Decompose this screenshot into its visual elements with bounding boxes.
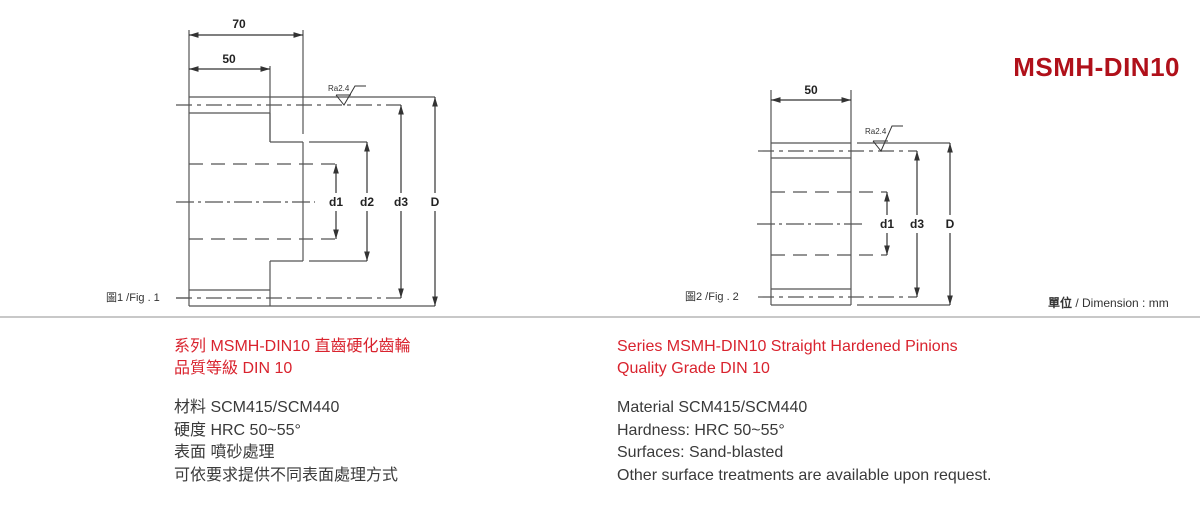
spec-zh-surface: 表面 噴砂處理 [174, 444, 275, 461]
fig1-label-d3: d3 [394, 195, 408, 209]
fig2-dim-50: 50 [804, 83, 818, 97]
spec-en-note: Other surface treatments are available u… [617, 466, 992, 484]
fig1-dim-70: 70 [232, 17, 246, 31]
fig1-label-D: D [431, 195, 440, 209]
spec-en-surface: Surfaces: Sand-blasted [617, 444, 784, 461]
fig2-label-d3: d3 [910, 217, 924, 231]
figure-2 [757, 90, 953, 306]
fig2-label-D: D [946, 217, 955, 231]
spec-zh-title-2: 品質等級 DIN 10 [174, 360, 293, 377]
fig2-label-d1: d1 [880, 217, 894, 231]
unit-label: 單位 / Dimension : mm [1048, 294, 1169, 311]
fig1-label-d1: d1 [329, 195, 343, 209]
unit-label-en: / Dimension : mm [1072, 296, 1169, 310]
section-divider [0, 316, 1200, 318]
unit-label-zh: 單位 [1048, 296, 1073, 310]
fig1-caption: 圖1 /Fig . 1 [106, 291, 160, 304]
spec-zh-hardness: 硬度 HRC 50~55° [174, 421, 301, 439]
model-title: MSMH-DIN10 [1013, 52, 1180, 82]
spec-english: Series MSMH-DIN10 Straight Hardened Pini… [617, 336, 991, 487]
spec-chinese: 系列 MSMH-DIN10 直齒硬化齒輪 品質等級 DIN 10 材料 SCM4… [174, 336, 410, 487]
spec-zh-material: 材料 SCM415/SCM440 [174, 399, 340, 416]
fig1-roughness: Ra2.4 [328, 84, 350, 93]
spec-zh-title-1: 系列 MSMH-DIN10 直齒硬化齒輪 [174, 338, 411, 355]
spec-en-title-2: Quality Grade DIN 10 [617, 360, 770, 377]
spec-en-title-1: Series MSMH-DIN10 Straight Hardened Pini… [617, 338, 958, 355]
spec-en-hardness: Hardness: HRC 50~55° [617, 421, 785, 439]
technical-drawing: 70 50 d1 d2 d3 D Ra2.4 圖1 /Fig . 1 50 [106, 17, 955, 307]
fig2-caption: 圖2 /Fig . 2 [685, 290, 739, 303]
fig1-dim-50: 50 [222, 52, 236, 66]
spec-zh-note: 可依要求提供不同表面處理方式 [174, 466, 399, 484]
spec-en-material: Material SCM415/SCM440 [617, 399, 808, 416]
figure-1 [176, 30, 438, 307]
fig2-roughness: Ra2.4 [865, 127, 887, 136]
fig1-label-d2: d2 [360, 195, 374, 209]
